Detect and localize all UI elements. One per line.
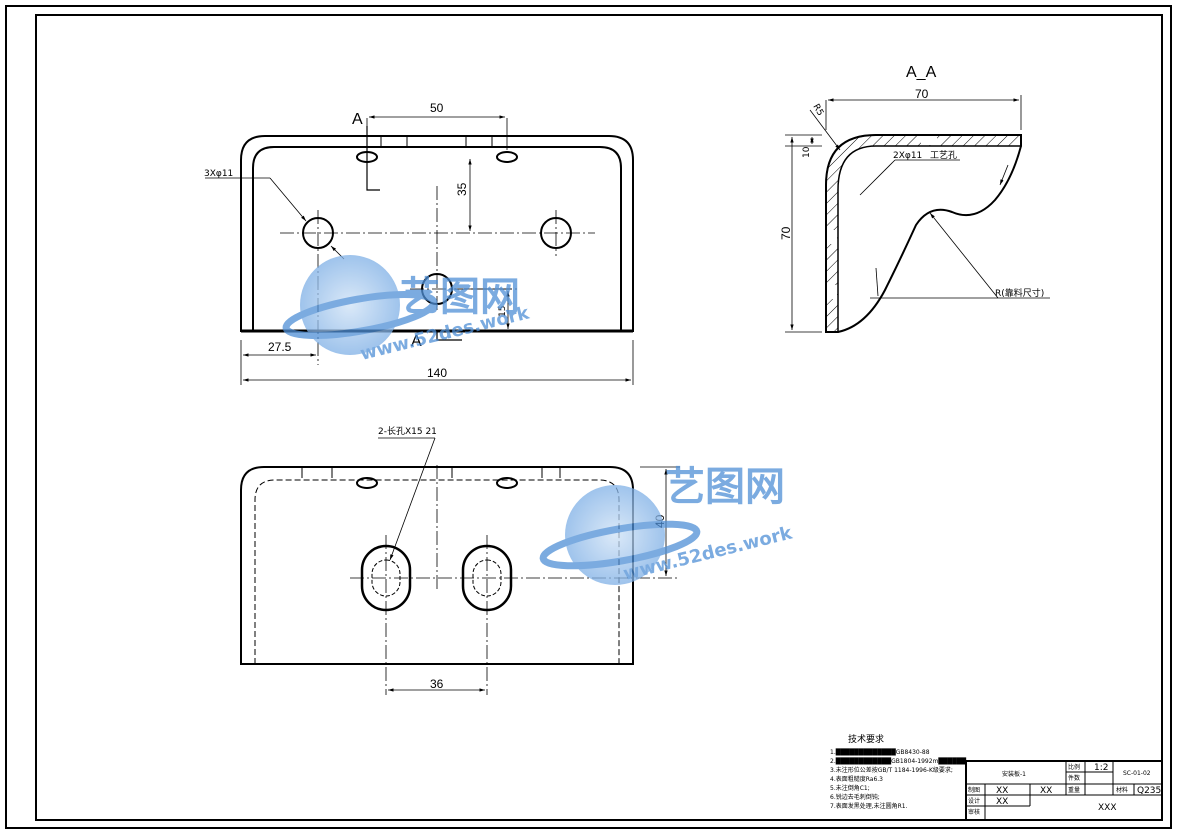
tb-design-value: XX <box>996 797 1008 807</box>
section-dim-thickness: 10 <box>802 146 812 158</box>
title-block <box>965 760 1163 821</box>
dim-holes: 3Xφ11 <box>204 169 233 179</box>
tech-item-4: 4.表面粗糙度Ra6.3 <box>830 775 883 783</box>
inner-border <box>35 14 1163 821</box>
section-mark-top: A <box>352 111 363 128</box>
section-mark-bottom: A <box>411 333 422 350</box>
tb-company: XXX <box>1098 803 1117 813</box>
tb-check-label: 审核 <box>968 808 980 816</box>
tb-drawn-label: 制图 <box>968 786 980 794</box>
tb-scale-value: 1:2 <box>1094 763 1108 773</box>
front-view <box>205 115 634 385</box>
section-dim-height: 70 <box>779 226 793 240</box>
tb-weight-label: 重量 <box>1068 786 1080 794</box>
watermark-name-2: 艺图网 <box>665 464 785 510</box>
tech-item-7: 7.表面发黑处理,未注圆角R1. <box>830 802 908 810</box>
section-title: A_A <box>906 64 937 81</box>
tech-item-6: 6.锐边去毛刺倒钝; <box>830 793 880 801</box>
section-view <box>785 95 1050 333</box>
tb-qty-label: 件数 <box>1068 774 1080 782</box>
tb-scale-label: 比例 <box>1068 763 1080 771</box>
tb-design-label: 设计 <box>968 797 980 805</box>
tech-item-1: 1.█████████████GB8430-88 <box>830 748 930 756</box>
watermark-name-1: 艺图网 <box>400 274 520 320</box>
watermark-1: 艺图网 www.52des.work <box>282 255 532 365</box>
tech-item-2: 2.████████████GB1804-1992m██████ <box>830 757 966 765</box>
dim-slot-height: 35 <box>455 182 469 196</box>
outer-border <box>5 5 1172 829</box>
bottom-dim-slots: 2-长孔X15 21 <box>378 425 437 437</box>
section-dim-radius-small: R5 <box>810 103 825 118</box>
tb-part-name: 安装板-1 <box>1002 770 1026 778</box>
dim-bottom-hole: 15 <box>498 306 508 317</box>
dim-hole-spacing: 50 <box>430 101 444 115</box>
section-dim-width: 70 <box>915 87 929 101</box>
section-dim-process-hole: 2Xφ11 <box>893 151 922 161</box>
tb-material-value: Q235 <box>1137 786 1161 796</box>
dim-total-width: 140 <box>427 366 447 380</box>
tech-item-3: 3.未注形位公差按GB/T 1184-1996-K级要求; <box>830 766 953 774</box>
bottom-dim-slot-spacing: 36 <box>430 677 444 691</box>
watermark-2: 艺图网 www.52des.work <box>539 464 795 585</box>
tech-title: 技术要求 <box>848 733 884 745</box>
section-label-process-hole: 工艺孔 <box>930 150 957 161</box>
tb-drawn-value: XX <box>996 786 1008 796</box>
tb-drawn-date: XX <box>1040 786 1052 796</box>
section-dim-radius-free: R(靠料尺寸) <box>995 287 1044 299</box>
tech-requirements: 技术要求 1.█████████████GB8430-88 2.████████… <box>830 733 966 810</box>
dim-left-offset: 27.5 <box>268 340 292 354</box>
tb-drawing-no: SC-01-02 <box>1123 770 1151 777</box>
tech-item-5: 5.未注倒角C1; <box>830 784 870 792</box>
tb-material-label: 材料 <box>1116 786 1128 794</box>
